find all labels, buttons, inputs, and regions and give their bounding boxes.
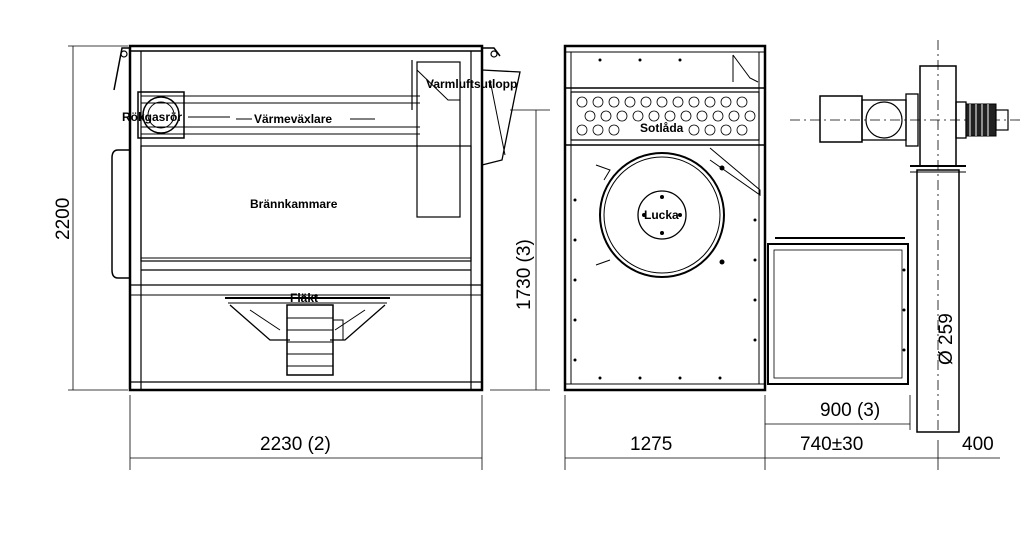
fan-motor [286, 304, 334, 376]
blower-motor [965, 103, 997, 137]
blower-unit [819, 93, 1009, 147]
dim-height-outlet: 1730 (3) [514, 239, 535, 310]
flue-pipe [137, 91, 185, 139]
burner-box [767, 237, 909, 385]
front-dimensions: 2200 2230 (2) 1730 (3) [53, 45, 550, 470]
front-view: Rökgasrör Värmeväxlare Varmluftsutlopp B… [111, 44, 521, 392]
label-brannkammare: Brännkammare [250, 197, 338, 211]
chimney-pipe [916, 169, 960, 433]
label-sotlada: Sotlåda [640, 121, 684, 135]
heat-exchanger-tubes [570, 91, 760, 141]
dim-burner-length: 900 (3) [820, 400, 880, 421]
label-varmluftsutlopp: Varmluftsutlopp [426, 77, 517, 91]
label-rokgasror: Rökgasrör [122, 110, 182, 124]
label-flakt: Fläkt [290, 291, 318, 305]
dim-depth-side: 1275 [630, 434, 672, 455]
door-lucka [595, 152, 725, 278]
side-cabinet-outline [563, 44, 767, 392]
side-dimensions: 1275 740±30 900 (3) 400 [564, 395, 1000, 470]
side-view: Sotlåda Lucka [563, 44, 909, 392]
label-lucka: Lucka [644, 208, 679, 222]
chimney-view: Ø 259 [790, 40, 1020, 433]
front-cabinet-outline [128, 44, 484, 392]
dim-diameter: Ø 259 [936, 313, 957, 365]
combustion-chamber [140, 145, 472, 262]
fan-assembly [225, 297, 390, 376]
hot-air-outlet [411, 60, 521, 218]
dim-chimney-offset: 400 [962, 434, 994, 455]
tube-pattern [576, 96, 756, 136]
dim-burner-offset: 740±30 [800, 434, 863, 455]
dim-height-total: 2200 [53, 198, 74, 240]
side-bolts [573, 58, 757, 380]
label-varmevaxlare: Värmeväxlare [254, 112, 332, 126]
dim-width-front: 2230 (2) [260, 434, 331, 455]
